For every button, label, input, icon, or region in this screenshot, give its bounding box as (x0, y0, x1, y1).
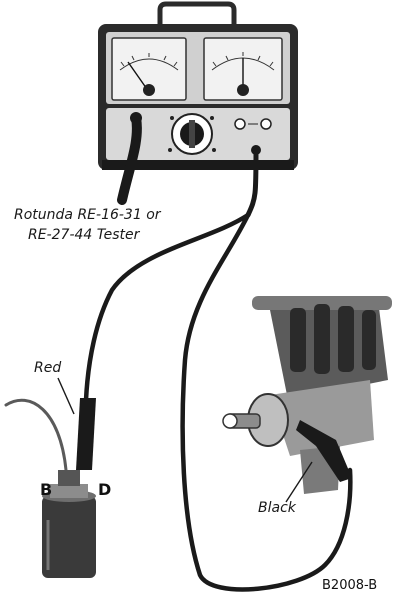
tester (98, 1, 298, 205)
tester-caption: Rotunda RE-16-31 or RE-27-44 Tester (14, 205, 161, 245)
tester-handle (157, 1, 237, 26)
black-lead (180, 212, 353, 592)
tester-caption-line-2: RE-27-44 Tester (28, 227, 140, 243)
condenser (42, 398, 96, 578)
black-leader-line (285, 461, 313, 503)
red-lead-label: Red (34, 360, 62, 376)
left-lead-stub (117, 113, 142, 205)
terminal-b-label: B (40, 480, 53, 499)
ignition-wire (4, 398, 68, 472)
black-clip (296, 420, 352, 482)
figure-id: B2008-B (322, 578, 378, 593)
red-lead (83, 212, 251, 403)
test-leads (4, 147, 353, 592)
red-leader-line (57, 377, 75, 415)
distributor (222, 296, 392, 494)
right-meter (203, 37, 283, 101)
condenser-can (42, 496, 96, 578)
black-lead-label: Black (258, 500, 296, 516)
left-meter (111, 37, 187, 101)
tester-caption-line-1: Rotunda RE-16-31 or (14, 207, 161, 223)
selector-knob (168, 113, 216, 155)
red-clip (76, 398, 96, 470)
terminal-d-label: D (98, 480, 112, 499)
